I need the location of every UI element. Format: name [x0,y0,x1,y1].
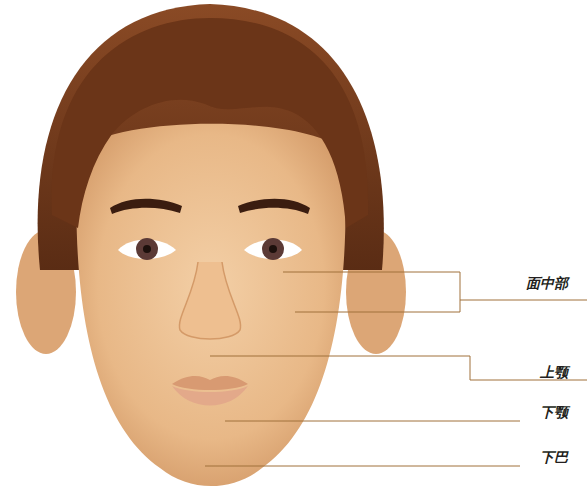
eyebrow [238,199,310,214]
upper-lip [172,376,248,390]
face-shape [76,124,345,486]
hair-fringe [52,18,369,228]
lower-lip [172,386,248,406]
part-label: 上颚 [540,364,568,380]
pupil [143,245,151,253]
bracket-line [283,272,460,312]
leader-line [225,421,520,422]
part-label: 面中部 [526,275,568,291]
iris [136,238,158,260]
part-label: 下颚 [540,404,568,420]
leader-lines [205,272,587,466]
nose [179,262,240,339]
pupil [269,245,277,253]
part-label: 下巴 [540,449,568,465]
leader-line [210,356,587,380]
eyebrow [110,199,182,214]
leader-line [460,300,587,301]
leader-line [205,466,520,467]
iris [262,238,284,260]
